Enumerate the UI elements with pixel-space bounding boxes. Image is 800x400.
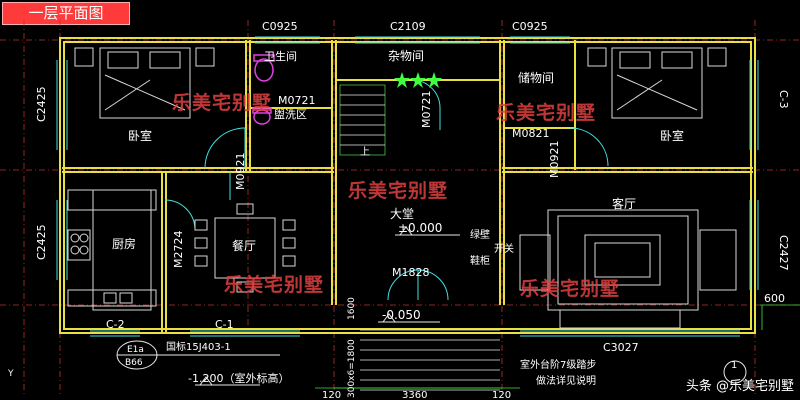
tag-bottom-label: B66 [125,358,143,368]
door-labels: M0721 M0721 M0921 M0921 M0821 M1828 M272… [172,91,561,280]
kitchen-furniture [67,189,157,311]
bathroom-fixtures [252,54,275,125]
stair-treads [339,84,500,391]
window-top-right-label: C0925 [512,20,548,33]
plan-title: 一层平面图 [2,2,130,25]
elevation-markers [195,226,460,386]
room-labels: 卧室 卧室 卫生间 盥洗区 杂物间 储物间 厨房 餐厅 大堂 客厅 [112,49,684,253]
window-right-upper-label: C-3 [777,90,790,109]
door-m1828-label: M1828 [392,266,430,279]
door-m0921-right-label: M0921 [548,141,561,179]
standard-label: 国标15J403-1 [166,341,231,353]
annotation-switch1: 绿壁 [470,228,490,241]
door-m0821-label: M0821 [512,127,550,140]
hall-label: 大堂 [390,207,414,221]
walls [59,37,756,334]
window-c2-label: C-2 [106,318,125,331]
windows [56,36,759,337]
door-m0721-utility-label: M0721 [420,91,433,129]
dim-1600-label: 1600 [347,297,357,320]
dimension-lines [315,304,800,389]
steps-note-label: 室外台阶7级踏步 [520,358,596,371]
dimension-labels: 120 3360 120 [322,390,511,400]
storage-label: 储物间 [518,70,554,85]
dim-120-right-label: 120 [492,390,511,400]
window-c1-label: C-1 [215,318,234,331]
star-marks [394,72,442,88]
kitchen-label: 厨房 [112,236,136,251]
dining-label: 餐厅 [232,238,256,253]
tag-marker [116,340,280,370]
window-labels: C0925 C2109 C0925 C2425 C2425 C-3 C2427 … [35,20,790,354]
elevation-labels: ±0.000 -0.050 -1.200（室外标高） [188,221,442,385]
stairs-dim-label: 300x6=1800 [347,339,357,398]
window-top-center-label: C2109 [390,20,426,33]
watermark-1: 乐美宅别墅 [172,92,273,114]
window-right-lower-label: C2427 [777,235,790,271]
window-c3027-label: C3027 [603,341,639,354]
watermark-2: 乐美宅别墅 [496,102,597,124]
watermark-5: 乐美宅别墅 [520,278,621,300]
door-m0921-left-label: M0921 [234,153,247,191]
door-m2724-label: M2724 [172,231,185,269]
hall-elevation-label: ±0.000 [398,221,442,235]
credit-label: 头条 @乐美宅别墅 [685,379,794,394]
dim-120-left-label: 120 [322,390,341,400]
bathroom-label: 卫生间 [264,49,297,63]
annotation-switch3: 开关 [494,242,514,255]
watermark-3: 乐美宅别墅 [348,180,449,202]
utility-label: 杂物间 [388,49,424,63]
bedroom-right-label: 卧室 [660,128,684,143]
annotation-switch2: 鞋柜 [470,254,490,267]
bedroom-left-label: 卧室 [128,128,152,143]
annotation-labels: 绿壁 鞋柜 开关 国标15J403-1 E1a B66 室外台阶7级踏步 做法详… [7,146,785,398]
up-mark-label: 上 [360,146,370,158]
window-left-lower-label: C2425 [35,224,48,260]
y-mark-label: Y [7,369,14,379]
living-label: 客厅 [612,196,636,211]
section-marker [723,360,747,384]
window-top-left-label: C0925 [262,20,298,33]
washing-label: 盥洗区 [274,108,307,121]
porch-elevation-label: -0.050 [382,308,421,322]
outdoor-elevation-label: -1.200（室外标高） [188,371,289,385]
watermark-4: 乐美宅别墅 [224,274,325,296]
practice-note-label: 做法详见说明 [536,374,596,387]
bedroom-furniture [74,47,727,119]
tag-top-label: E1a [127,345,144,355]
window-left-upper-label: C2425 [35,86,48,122]
door-m0721-bath-label: M0721 [278,94,316,107]
dim-3360-label: 3360 [402,390,427,400]
living-furniture [519,209,737,329]
dining-table [194,203,296,293]
section-mark-label: 1 [731,360,737,371]
dim-600-label: 600 [764,292,785,305]
